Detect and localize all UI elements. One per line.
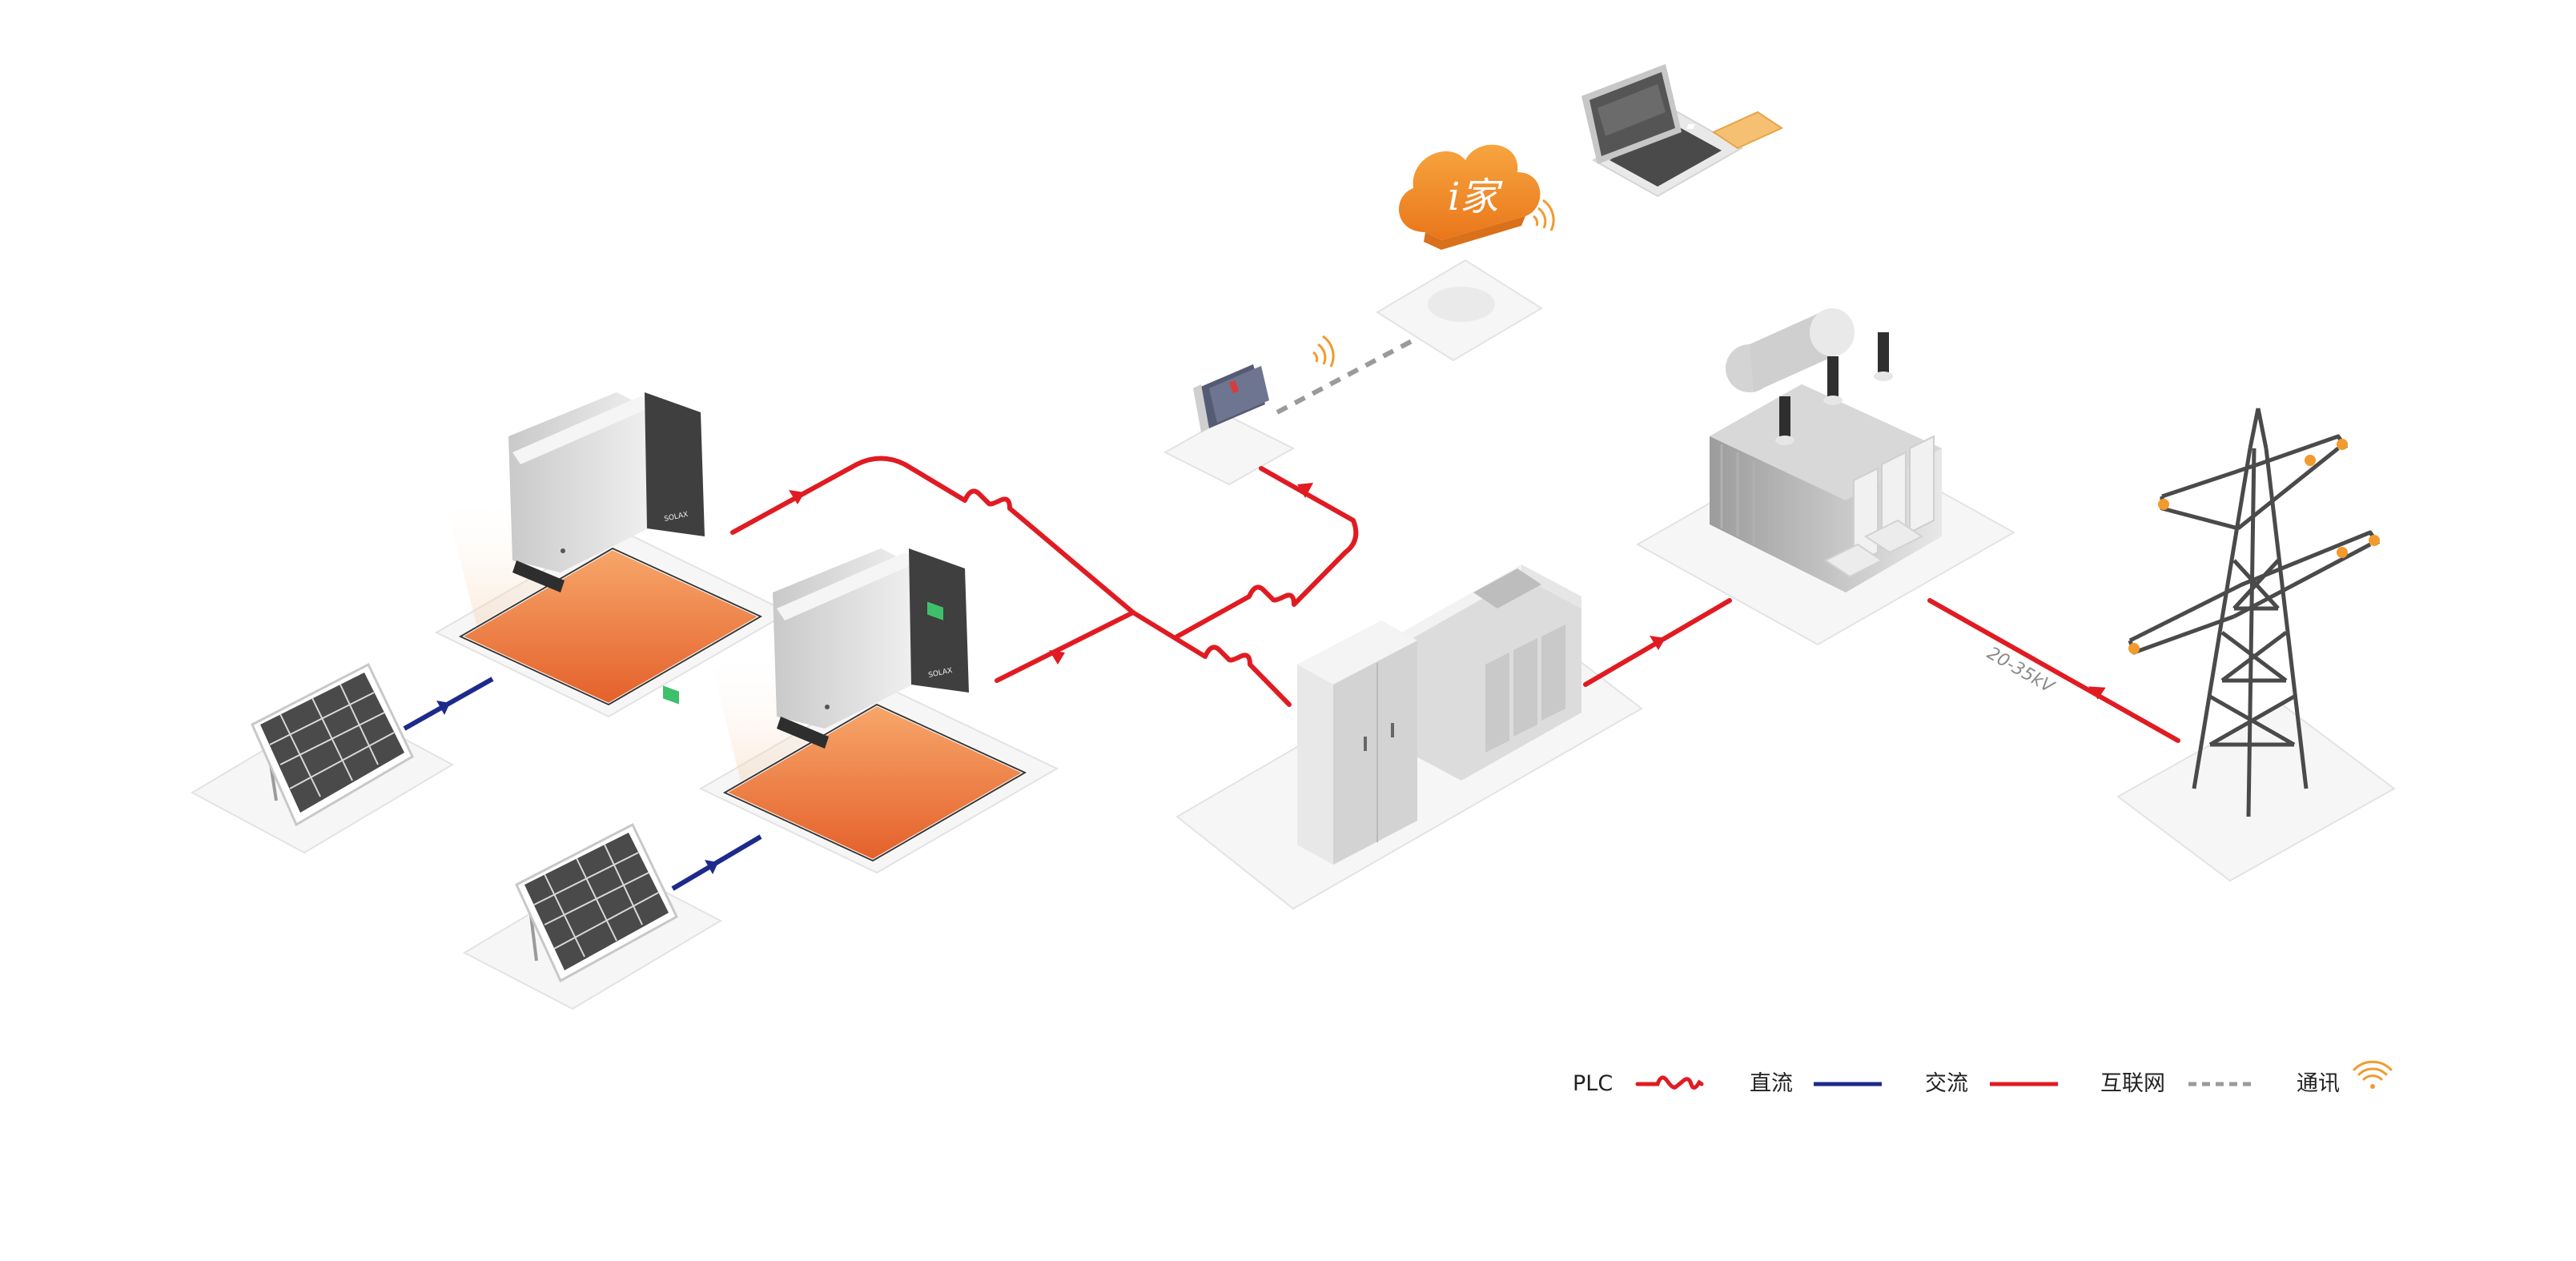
inverter-icon [773,548,969,749]
inverter-icon [508,392,705,705]
legend-ac-label: 交流 [1925,1071,1968,1096]
legend-item-comm: 通讯 [2297,1060,2393,1096]
wifi-icon [1312,335,1335,367]
legend-plc-swatch [1635,1075,1704,1090]
solar-panel-icon [515,822,678,983]
dc-line-2 [671,834,762,891]
legend-comm-label: 通讯 [2297,1071,2340,1096]
inverter-1: SOLAX [448,392,765,707]
ac-line-to-logger [1175,466,1359,639]
laptop-icon [1581,64,1744,198]
phone-icon [1686,110,1784,150]
data-logger [1193,335,1335,432]
wifi-icon [1533,199,1555,231]
legend-item-ac: 交流 [1925,1071,2058,1096]
legend-plc-label: PLC [1573,1071,1613,1096]
switchgear [1297,564,1581,865]
dc-line-1 [403,677,494,731]
insulators [2128,439,2380,654]
legend-item-dc: 直流 [1750,1071,1882,1096]
ac-arrows [789,483,2106,700]
transmission-tower-icon [2128,408,2381,817]
transmission-tower [2128,408,2381,817]
legend-internet-label: 互联网 [2100,1071,2165,1096]
legend-item-internet: 互联网 [2100,1071,2254,1096]
laptop [1581,64,1784,198]
legend: PLC 直流 交流 互联网 通讯 [1573,1060,2393,1096]
cloud: i家 [1398,144,1555,250]
cloud-logo-text: i家 [1448,175,1503,219]
inverter-2: SOLAX [713,548,1029,863]
solar-panel-2 [515,822,678,983]
cloud-icon [1398,144,1541,250]
ac-line-inverter-1 [730,456,1135,615]
ac-line-to-tower [1927,598,2180,743]
router [1428,287,1495,322]
transformer-icon [1710,308,1942,592]
legend-dc-label: 直流 [1750,1071,1793,1096]
ac-lines [730,456,2180,743]
solar-panel-icon [251,662,414,827]
ac-line-inverter-2 [995,610,1135,683]
switchgear-icon [1297,564,1581,865]
transformer [1710,308,1942,592]
solar-panel-1 [251,662,414,827]
ac-line-to-switchgear [1131,610,1292,707]
internet-line [1276,338,1415,415]
wifi-icon [2353,1060,2393,1089]
data-logger-icon [1193,364,1269,432]
legend-item-plc: PLC [1573,1071,1704,1096]
